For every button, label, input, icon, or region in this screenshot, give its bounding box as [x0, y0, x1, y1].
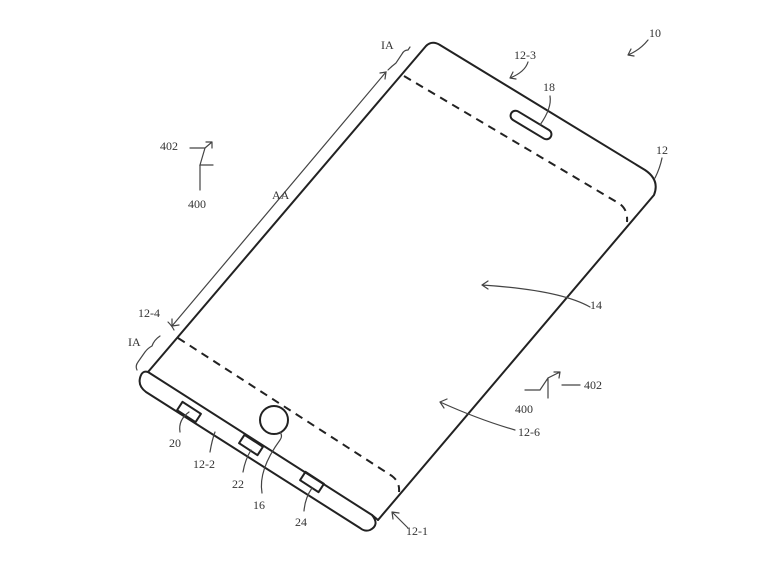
active-area-dimension-line — [171, 71, 387, 327]
speaker-slot — [509, 109, 553, 141]
leader-20 — [179, 411, 190, 433]
label-400-left: 400 — [188, 197, 206, 211]
label-402-right: 402 — [584, 378, 602, 392]
leader-24 — [303, 487, 313, 512]
label-aa: AA — [272, 188, 290, 202]
leader-22 — [242, 449, 252, 473]
label-400-right: 400 — [515, 402, 533, 416]
label-12-4: 12-4 — [138, 306, 160, 320]
inactive-top-brace — [387, 46, 411, 71]
port-20 — [176, 400, 202, 424]
label-14: 14 — [590, 298, 602, 312]
label-12-6: 12-6 — [518, 425, 540, 439]
label-12-2: 12-2 — [193, 457, 215, 471]
leader-18 — [539, 95, 551, 126]
axis-402-400-right — [524, 371, 581, 399]
leader-14 — [481, 280, 591, 308]
label-12-3: 12-3 — [514, 48, 536, 62]
axis-402-400-left — [189, 141, 214, 166]
active-area-top-boundary — [403, 75, 629, 223]
label-16: 16 — [253, 498, 265, 512]
label-12: 12 — [656, 143, 668, 157]
home-button — [259, 405, 289, 435]
device-front-outline — [147, 41, 657, 521]
active-area-bottom-boundary — [177, 337, 401, 493]
label-ia-bottom: IA — [128, 335, 141, 349]
label-ia-top: IA — [381, 38, 394, 52]
leader-12-3 — [509, 61, 529, 80]
leader-12-2 — [209, 431, 216, 453]
label-20: 20 — [169, 436, 181, 450]
leader-12 — [654, 157, 663, 179]
label-10: 10 — [649, 26, 661, 40]
leader-12-6 — [439, 398, 516, 431]
label-402-left: 402 — [160, 139, 178, 153]
leader-12-1 — [391, 511, 409, 529]
label-12-1: 12-1 — [406, 524, 428, 538]
leader-16 — [260, 431, 283, 494]
corner-edge — [371, 514, 379, 521]
port-22 — [238, 433, 264, 457]
inactive-bottom-brace — [135, 335, 161, 371]
port-24 — [299, 470, 325, 494]
leader-12-4 — [167, 321, 175, 331]
label-24: 24 — [295, 515, 307, 529]
bottom-side-band — [138, 370, 377, 532]
label-22: 22 — [232, 477, 244, 491]
label-18: 18 — [543, 80, 555, 94]
leader-10 — [627, 39, 649, 57]
